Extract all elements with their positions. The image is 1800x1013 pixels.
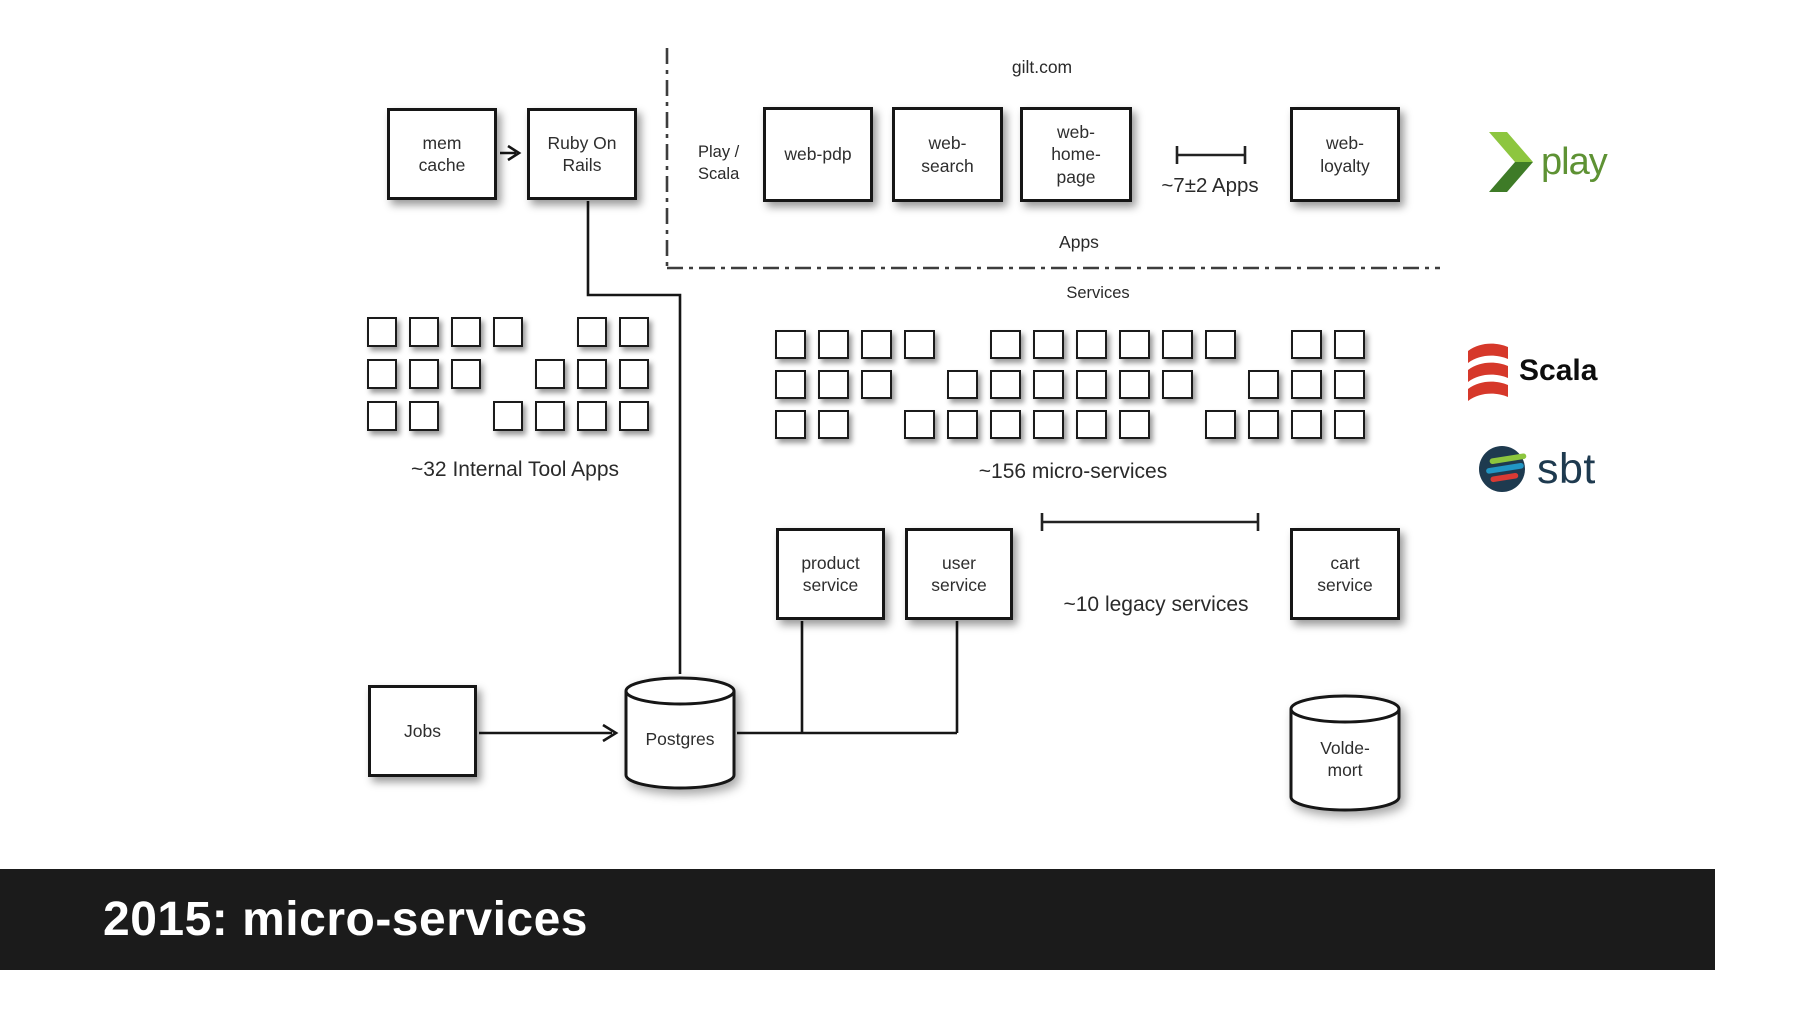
app-square bbox=[1248, 370, 1279, 399]
gilt-com-label: gilt.com bbox=[1011, 57, 1073, 77]
app-square bbox=[451, 359, 481, 389]
node-web-search: web- search bbox=[892, 107, 1003, 202]
app-square bbox=[619, 401, 649, 431]
app-square bbox=[493, 317, 523, 347]
internal-tools-grid bbox=[367, 317, 657, 437]
app-square bbox=[1205, 330, 1236, 359]
app-square bbox=[904, 330, 935, 359]
legacy-services-count-label: ~10 legacy services bbox=[1063, 593, 1249, 616]
app-square bbox=[818, 330, 849, 359]
voldemort-label: Volde- mort bbox=[1320, 737, 1370, 780]
app-square bbox=[775, 370, 806, 399]
app-square bbox=[1248, 410, 1279, 439]
title-bar: 2015: micro-services bbox=[0, 869, 1715, 970]
node-web-loyalty: web- loyalty bbox=[1290, 107, 1400, 202]
app-square bbox=[451, 317, 481, 347]
app-square bbox=[1119, 370, 1150, 399]
app-square bbox=[1334, 370, 1365, 399]
postgres-services-connector bbox=[737, 621, 959, 735]
apps-count-label: ~7±2 Apps bbox=[1161, 174, 1259, 197]
app-square bbox=[775, 330, 806, 359]
postgres-label: Postgres bbox=[645, 728, 715, 749]
play-logo-text: play bbox=[1541, 140, 1608, 183]
play-scala-zone-label: Play / Scala bbox=[698, 143, 740, 184]
app-square bbox=[577, 401, 607, 431]
app-square bbox=[1334, 330, 1365, 359]
app-square bbox=[990, 410, 1021, 439]
app-square bbox=[947, 370, 978, 399]
app-square bbox=[535, 401, 565, 431]
app-square bbox=[367, 317, 397, 347]
app-square bbox=[1119, 410, 1150, 439]
apps-range-bracket bbox=[1175, 146, 1247, 164]
app-square bbox=[1033, 370, 1064, 399]
app-square bbox=[535, 359, 565, 389]
node-product-service: product service bbox=[776, 528, 885, 620]
services-zone-label: Services bbox=[1066, 284, 1130, 302]
cylinder-shape bbox=[1289, 694, 1401, 812]
app-square bbox=[818, 410, 849, 439]
app-square bbox=[367, 359, 397, 389]
scala-logo: Scala bbox=[1466, 338, 1597, 404]
app-square bbox=[409, 359, 439, 389]
scala-bars-icon bbox=[1468, 343, 1508, 401]
slide-title: 2015: micro-services bbox=[103, 893, 588, 946]
sbt-logo: sbt bbox=[1478, 442, 1596, 496]
app-square bbox=[1334, 410, 1365, 439]
micro-services-grid bbox=[775, 330, 1375, 442]
app-square bbox=[1076, 370, 1107, 399]
app-square bbox=[493, 401, 523, 431]
app-square bbox=[409, 317, 439, 347]
app-square bbox=[577, 359, 607, 389]
app-square bbox=[577, 317, 607, 347]
app-square bbox=[1033, 330, 1064, 359]
app-square bbox=[861, 330, 892, 359]
app-square bbox=[1205, 410, 1236, 439]
app-square bbox=[818, 370, 849, 399]
app-square bbox=[990, 370, 1021, 399]
node-web-pdp: web-pdp bbox=[763, 107, 873, 202]
node-ruby-on-rails: Ruby On Rails bbox=[527, 108, 637, 200]
postgres-cylinder: Postgres bbox=[623, 676, 737, 792]
app-square bbox=[1162, 370, 1193, 399]
legacy-range-bracket bbox=[1040, 513, 1260, 531]
scala-logo-text: Scala bbox=[1519, 354, 1598, 387]
app-square bbox=[904, 410, 935, 439]
app-square bbox=[990, 330, 1021, 359]
app-square bbox=[1119, 330, 1150, 359]
app-square bbox=[367, 401, 397, 431]
app-square bbox=[1033, 410, 1064, 439]
play-chevron-icon bbox=[1489, 132, 1533, 192]
sbt-logo-text: sbt bbox=[1537, 444, 1596, 493]
memcache-rails-arrow bbox=[500, 144, 522, 162]
app-square bbox=[1162, 330, 1193, 359]
app-square bbox=[619, 359, 649, 389]
app-square bbox=[409, 401, 439, 431]
node-jobs: Jobs bbox=[368, 685, 477, 777]
voldemort-cylinder: Volde- mort bbox=[1288, 693, 1402, 815]
app-square bbox=[1291, 330, 1322, 359]
app-square bbox=[619, 317, 649, 347]
cylinder-shape bbox=[624, 676, 736, 790]
node-user-service: user service bbox=[905, 528, 1013, 620]
app-square bbox=[1291, 410, 1322, 439]
internal-tools-count-label: ~32 Internal Tool Apps bbox=[410, 458, 620, 481]
node-cart-service: cart service bbox=[1290, 528, 1400, 620]
app-square bbox=[1076, 410, 1107, 439]
apps-zone-label: Apps bbox=[1059, 232, 1099, 252]
app-square bbox=[775, 410, 806, 439]
zone-divider-line bbox=[665, 48, 1440, 270]
app-square bbox=[1076, 330, 1107, 359]
app-square bbox=[947, 410, 978, 439]
app-square bbox=[1291, 370, 1322, 399]
rails-postgres-connector bbox=[586, 201, 682, 674]
microservices-count-label: ~156 micro-services bbox=[978, 460, 1168, 483]
node-mem-cache: mem cache bbox=[387, 108, 497, 200]
node-web-home-page: web- home- page bbox=[1020, 107, 1132, 202]
jobs-postgres-arrow bbox=[479, 723, 619, 743]
app-square bbox=[861, 370, 892, 399]
sbt-circle-icon bbox=[1479, 446, 1527, 492]
play-framework-logo: play bbox=[1483, 128, 1608, 196]
